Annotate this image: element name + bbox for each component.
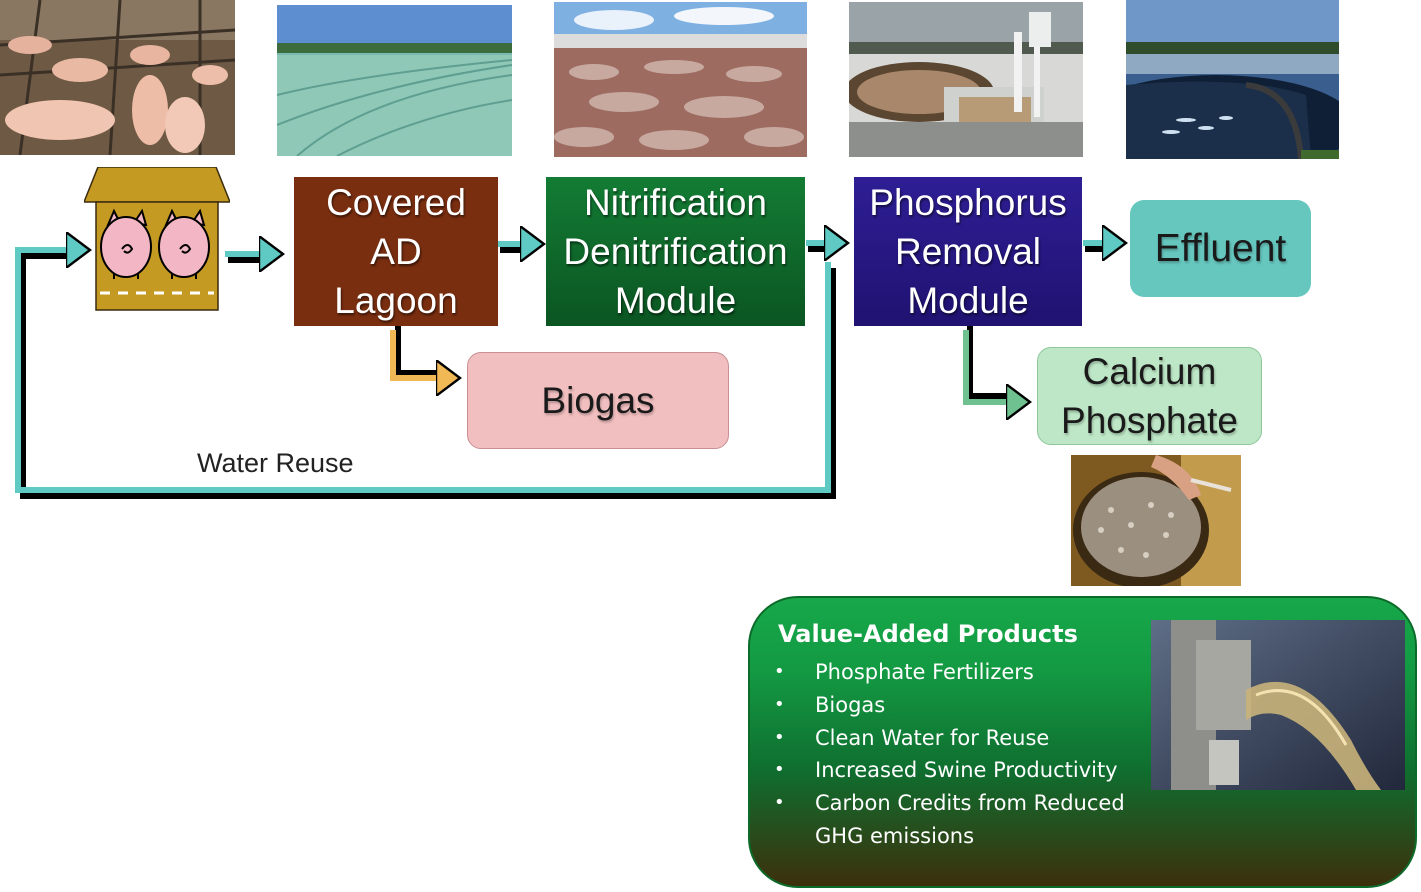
value-added-item: Biogas xyxy=(774,689,1155,722)
phosphorus-tank-photo xyxy=(849,2,1083,157)
nitrification-basin-photo xyxy=(554,2,807,157)
water-reuse-label: Water Reuse xyxy=(197,448,354,478)
phosphorus-removal-label: Phosphorus Removal Module xyxy=(869,182,1067,321)
value-added-title: Value-Added Products xyxy=(778,620,1078,648)
covered-ad-lagoon-box: Covered AD Lagoon xyxy=(294,177,498,326)
biogas-box: Biogas xyxy=(467,352,729,449)
calcium-phosphate-sieve-photo xyxy=(1071,455,1241,586)
covered-ad-lagoon-label: Covered AD Lagoon xyxy=(326,182,466,321)
pig-barn-photo xyxy=(0,0,235,155)
swine-barn-icon xyxy=(82,166,232,312)
phosphorus-removal-box: Phosphorus Removal Module xyxy=(854,177,1082,326)
calcium-phosphate-box: Calcium Phosphate xyxy=(1037,347,1262,445)
barn-to-lagoon-arrow xyxy=(225,254,268,260)
phosphorus-to-effluent-arrow xyxy=(1083,243,1110,249)
effluent-label: Effluent xyxy=(1154,227,1287,270)
biogas-label: Biogas xyxy=(541,380,655,421)
effluent-tank-photo xyxy=(1126,0,1339,159)
covered-lagoon-photo xyxy=(277,5,512,156)
liquid-pour-photo xyxy=(1151,620,1405,790)
value-added-item: Clean Water for Reuse xyxy=(774,722,1155,755)
water-reuse-loop-arrow xyxy=(15,250,836,499)
value-added-products-panel: Value-Added Products Phosphate Fertilize… xyxy=(748,596,1417,888)
value-added-item: Phosphate Fertilizers xyxy=(774,656,1155,689)
pig-icon xyxy=(100,208,152,278)
phosphorus-to-calcium-arrow xyxy=(963,326,1015,402)
nitrification-denitrification-box: Nitrification Denitrification Module xyxy=(546,177,805,326)
lagoon-to-nitrification-arrow xyxy=(498,244,528,250)
nitrification-denitrification-label: Nitrification Denitrification Module xyxy=(563,182,788,321)
value-added-item: Carbon Credits from Reduced GHG emission… xyxy=(774,787,1155,853)
nitrification-to-phosphorus-arrow xyxy=(806,243,832,249)
value-added-item: Increased Swine Productivity xyxy=(774,754,1155,787)
pig-icon xyxy=(158,208,210,278)
lagoon-to-biogas-arrow xyxy=(390,326,445,378)
value-added-list: Phosphate Fertilizers Biogas Clean Water… xyxy=(774,656,1155,853)
calcium-phosphate-label: Calcium Phosphate xyxy=(1061,351,1238,441)
effluent-box: Effluent xyxy=(1130,200,1311,297)
